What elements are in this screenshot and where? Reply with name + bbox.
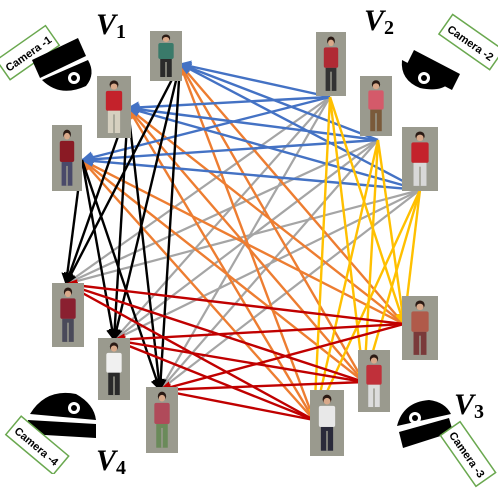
edge-gray-v2-figure-3-to-v4-figure-3 (159, 189, 421, 391)
edge-black-v1-figure-3-to-v4-figure-3 (80, 159, 163, 392)
v4-figure-3-thumbnail (146, 387, 178, 453)
v4-figure-2-thumbnail (98, 338, 130, 400)
edge-red-v3-figure-3-to-v4-figure-3 (158, 386, 315, 422)
edge-blue-v2-figure-2-to-v1-figure-2 (126, 103, 379, 142)
v1-figure-3-thumbnail (52, 125, 82, 191)
edge-blue-v2-figure-2-to-v1-figure-1 (178, 62, 379, 142)
v1-figure-1-thumbnail (150, 31, 182, 81)
edge-yellow-v2-figure-1-to-v3-figure-3 (308, 96, 332, 422)
v2-figure-3-thumbnail (402, 127, 438, 191)
camera-4-label-box (4, 415, 70, 474)
edge-blue-v2-figure-1-to-v1-figure-2 (126, 95, 331, 114)
v4-sub: 4 (116, 457, 127, 479)
edge-blue-v2-figure-3-to-v1-figure-1 (178, 62, 421, 192)
v1-base: V (96, 8, 117, 41)
edge-blue-v2-figure-1-to-v1-figure-1 (178, 60, 331, 99)
edge-yellow-v2-figure-3-to-v3-figure-3 (312, 189, 422, 422)
camera-1: Camera -1 (0, 24, 92, 91)
edge-gray-v2-figure-3-to-v4-figure-1 (64, 188, 421, 287)
v4-figure-1-thumbnail (52, 283, 84, 347)
vertex-label-v2: V2 (364, 4, 395, 39)
vertex-label-v3: V3 (454, 388, 485, 423)
v4-base: V (96, 444, 117, 477)
camera-3: Camera -3 (397, 400, 497, 488)
v1-figure-2-thumbnail (97, 76, 131, 138)
camera-3-label-box (439, 420, 497, 488)
edge-black-v1-figure-1-to-v4-figure-2 (110, 63, 182, 342)
v3-sub: 3 (474, 401, 485, 423)
v1-sub: 1 (116, 21, 127, 43)
edge-orange-v3-figure-3-to-v1-figure-3 (81, 159, 315, 421)
edge-black-v1-figure-2-to-v4-figure-3 (126, 107, 165, 392)
figure-group (52, 31, 438, 456)
edge-red-v3-figure-3-to-v4-figure-1 (64, 282, 315, 422)
edge-red-v3-figure-2-to-v4-figure-1 (64, 281, 365, 384)
edge-red-v3-figure-1-to-v4-figure-1 (64, 279, 405, 326)
edge-orange-v3-figure-1-to-v1-figure-1 (179, 63, 405, 325)
edge-blue-v2-figure-1-to-v1-figure-3 (80, 95, 331, 164)
edge-orange-v3-figure-1-to-v1-figure-3 (80, 158, 405, 326)
edge-orange-v3-figure-3-to-v1-figure-1 (178, 62, 316, 421)
camera-3-icon (397, 400, 453, 448)
edge-blue-v2-figure-3-to-v1-figure-3 (80, 154, 421, 192)
v3-figure-2-thumbnail (358, 350, 390, 412)
edge-yellow-v2-figure-2-to-v3-figure-1 (376, 139, 409, 326)
edge-red-v3-figure-2-to-v4-figure-3 (158, 380, 365, 396)
camera-2-label-box (437, 13, 498, 71)
v3-figure-3-thumbnail (310, 390, 344, 456)
camera-1-icon (32, 38, 92, 91)
v2-sub: 2 (384, 17, 395, 39)
vertex-label-v1: V1 (96, 8, 127, 43)
edge-yellow-v2-figure-2-to-v3-figure-3 (310, 139, 380, 422)
camera-2: Camera -2 (401, 13, 498, 90)
edge-black-v1-figure-1-to-v4-figure-3 (154, 63, 182, 392)
vertex-label-v4: V4 (96, 444, 127, 479)
edge-yellow-v2-figure-2-to-v3-figure-2 (358, 139, 380, 384)
camera-4-icon (28, 392, 96, 438)
camera-2-icon (401, 50, 460, 90)
edge-yellow-v2-figure-1-to-v3-figure-2 (328, 96, 369, 384)
v3-base: V (454, 388, 475, 421)
edge-group (61, 60, 422, 422)
edge-red-v3-figure-1-to-v4-figure-3 (158, 322, 405, 393)
v2-figure-2-thumbnail (360, 76, 392, 136)
v3-figure-1-thumbnail (402, 296, 438, 360)
v2-base: V (364, 4, 385, 37)
camera-4: Camera -4 (4, 392, 96, 474)
edge-red-v3-figure-2-to-v4-figure-2 (112, 335, 365, 384)
edge-black-v1-figure-3-to-v4-figure-2 (80, 159, 119, 342)
edge-red-v3-figure-3-to-v4-figure-2 (112, 338, 315, 422)
v2-figure-1-thumbnail (316, 32, 346, 96)
